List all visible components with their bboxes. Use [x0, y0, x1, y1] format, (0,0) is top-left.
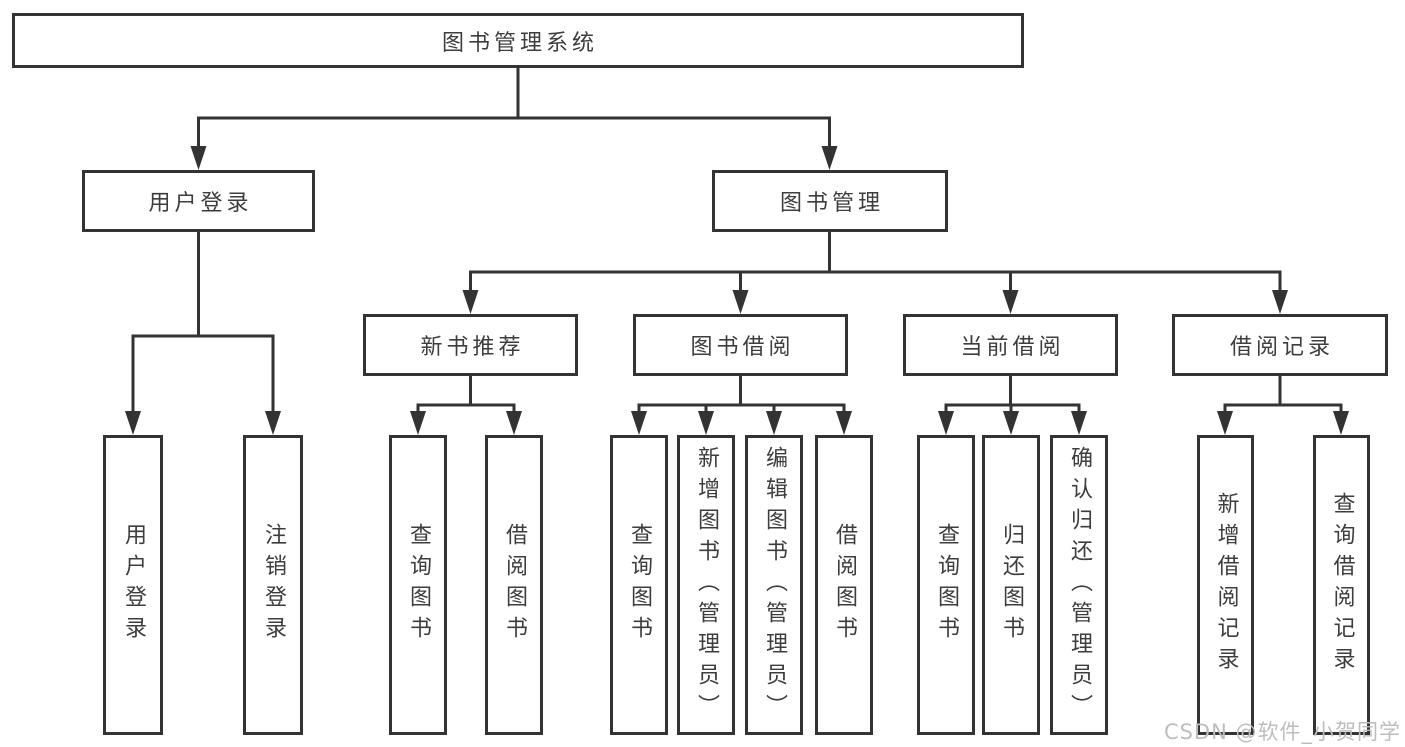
leaf-bb-query-books: 查询图书 — [610, 435, 668, 735]
node-book-management: 图书管理 — [712, 170, 948, 232]
leaf-br-query-borrow-record: 查询借阅记录 — [1313, 435, 1370, 735]
node-new-book-recommendation: 新书推荐 — [363, 314, 578, 376]
node-library-management-system: 图书管理系统 — [12, 13, 1024, 68]
leaf-bb-add-books-admin: 新增图书（管理员） — [677, 435, 735, 735]
leaf-br-add-borrow-record: 新增借阅记录 — [1197, 435, 1254, 735]
leaf-cb-return-books: 归还图书 — [982, 435, 1040, 735]
leaf-bb-edit-books-admin: 编辑图书（管理员） — [745, 435, 803, 735]
leaf-cb-query-books: 查询图书 — [917, 435, 975, 735]
node-user-login: 用户登录 — [82, 170, 315, 232]
leaf-user-login: 用户登录 — [103, 435, 163, 735]
node-borrowing-records: 借阅记录 — [1172, 314, 1388, 376]
leaf-logout: 注销登录 — [243, 435, 303, 735]
watermark-text: CSDN @软件_小贺同学 — [1163, 720, 1401, 744]
leaf-cb-confirm-return-admin: 确认归还（管理员） — [1050, 435, 1108, 735]
leaf-bb-borrow-books: 借阅图书 — [815, 435, 873, 735]
node-book-borrowing: 图书借阅 — [633, 314, 848, 376]
leaf-nr-query-books: 查询图书 — [389, 435, 447, 735]
node-current-borrowing: 当前借阅 — [903, 314, 1118, 376]
leaf-nr-borrow-books: 借阅图书 — [485, 435, 543, 735]
